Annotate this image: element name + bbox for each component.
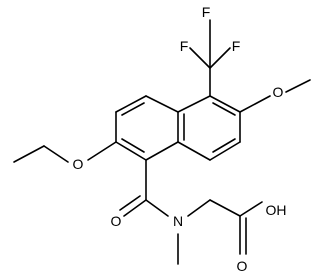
- bond: [209, 47, 231, 69]
- bond: [87, 141, 117, 161]
- bond: [177, 95, 211, 113]
- nitrogen-label: N: [173, 213, 183, 229]
- bond: [209, 199, 241, 217]
- bond: [121, 102, 145, 116]
- bond: [189, 47, 211, 69]
- bond: [209, 95, 241, 113]
- bond: [145, 95, 179, 113]
- bond: [145, 141, 179, 161]
- bond: [123, 199, 147, 217]
- bond: [212, 102, 236, 116]
- bond: [115, 141, 147, 161]
- fluorine-label: F: [180, 38, 189, 54]
- bond: [239, 95, 271, 113]
- bond: [239, 201, 263, 217]
- bond: [212, 138, 236, 153]
- bond: [121, 138, 145, 153]
- fluorine-label: F: [232, 38, 241, 54]
- oxygen-label: O: [273, 84, 284, 100]
- fluorine-label: F: [202, 4, 211, 20]
- bond: [115, 95, 147, 113]
- bond: [187, 199, 211, 217]
- bond: [177, 141, 211, 161]
- oxygen-label: O: [73, 156, 84, 172]
- bond: [285, 79, 311, 93]
- bond: [43, 145, 69, 163]
- hydroxyl-label: OH: [266, 202, 287, 218]
- bond: [145, 199, 169, 217]
- bond: [209, 141, 241, 161]
- bond: [13, 145, 45, 163]
- oxygen-label: O: [237, 258, 248, 274]
- oxygen-label: O: [111, 213, 122, 229]
- bond: [119, 195, 141, 211]
